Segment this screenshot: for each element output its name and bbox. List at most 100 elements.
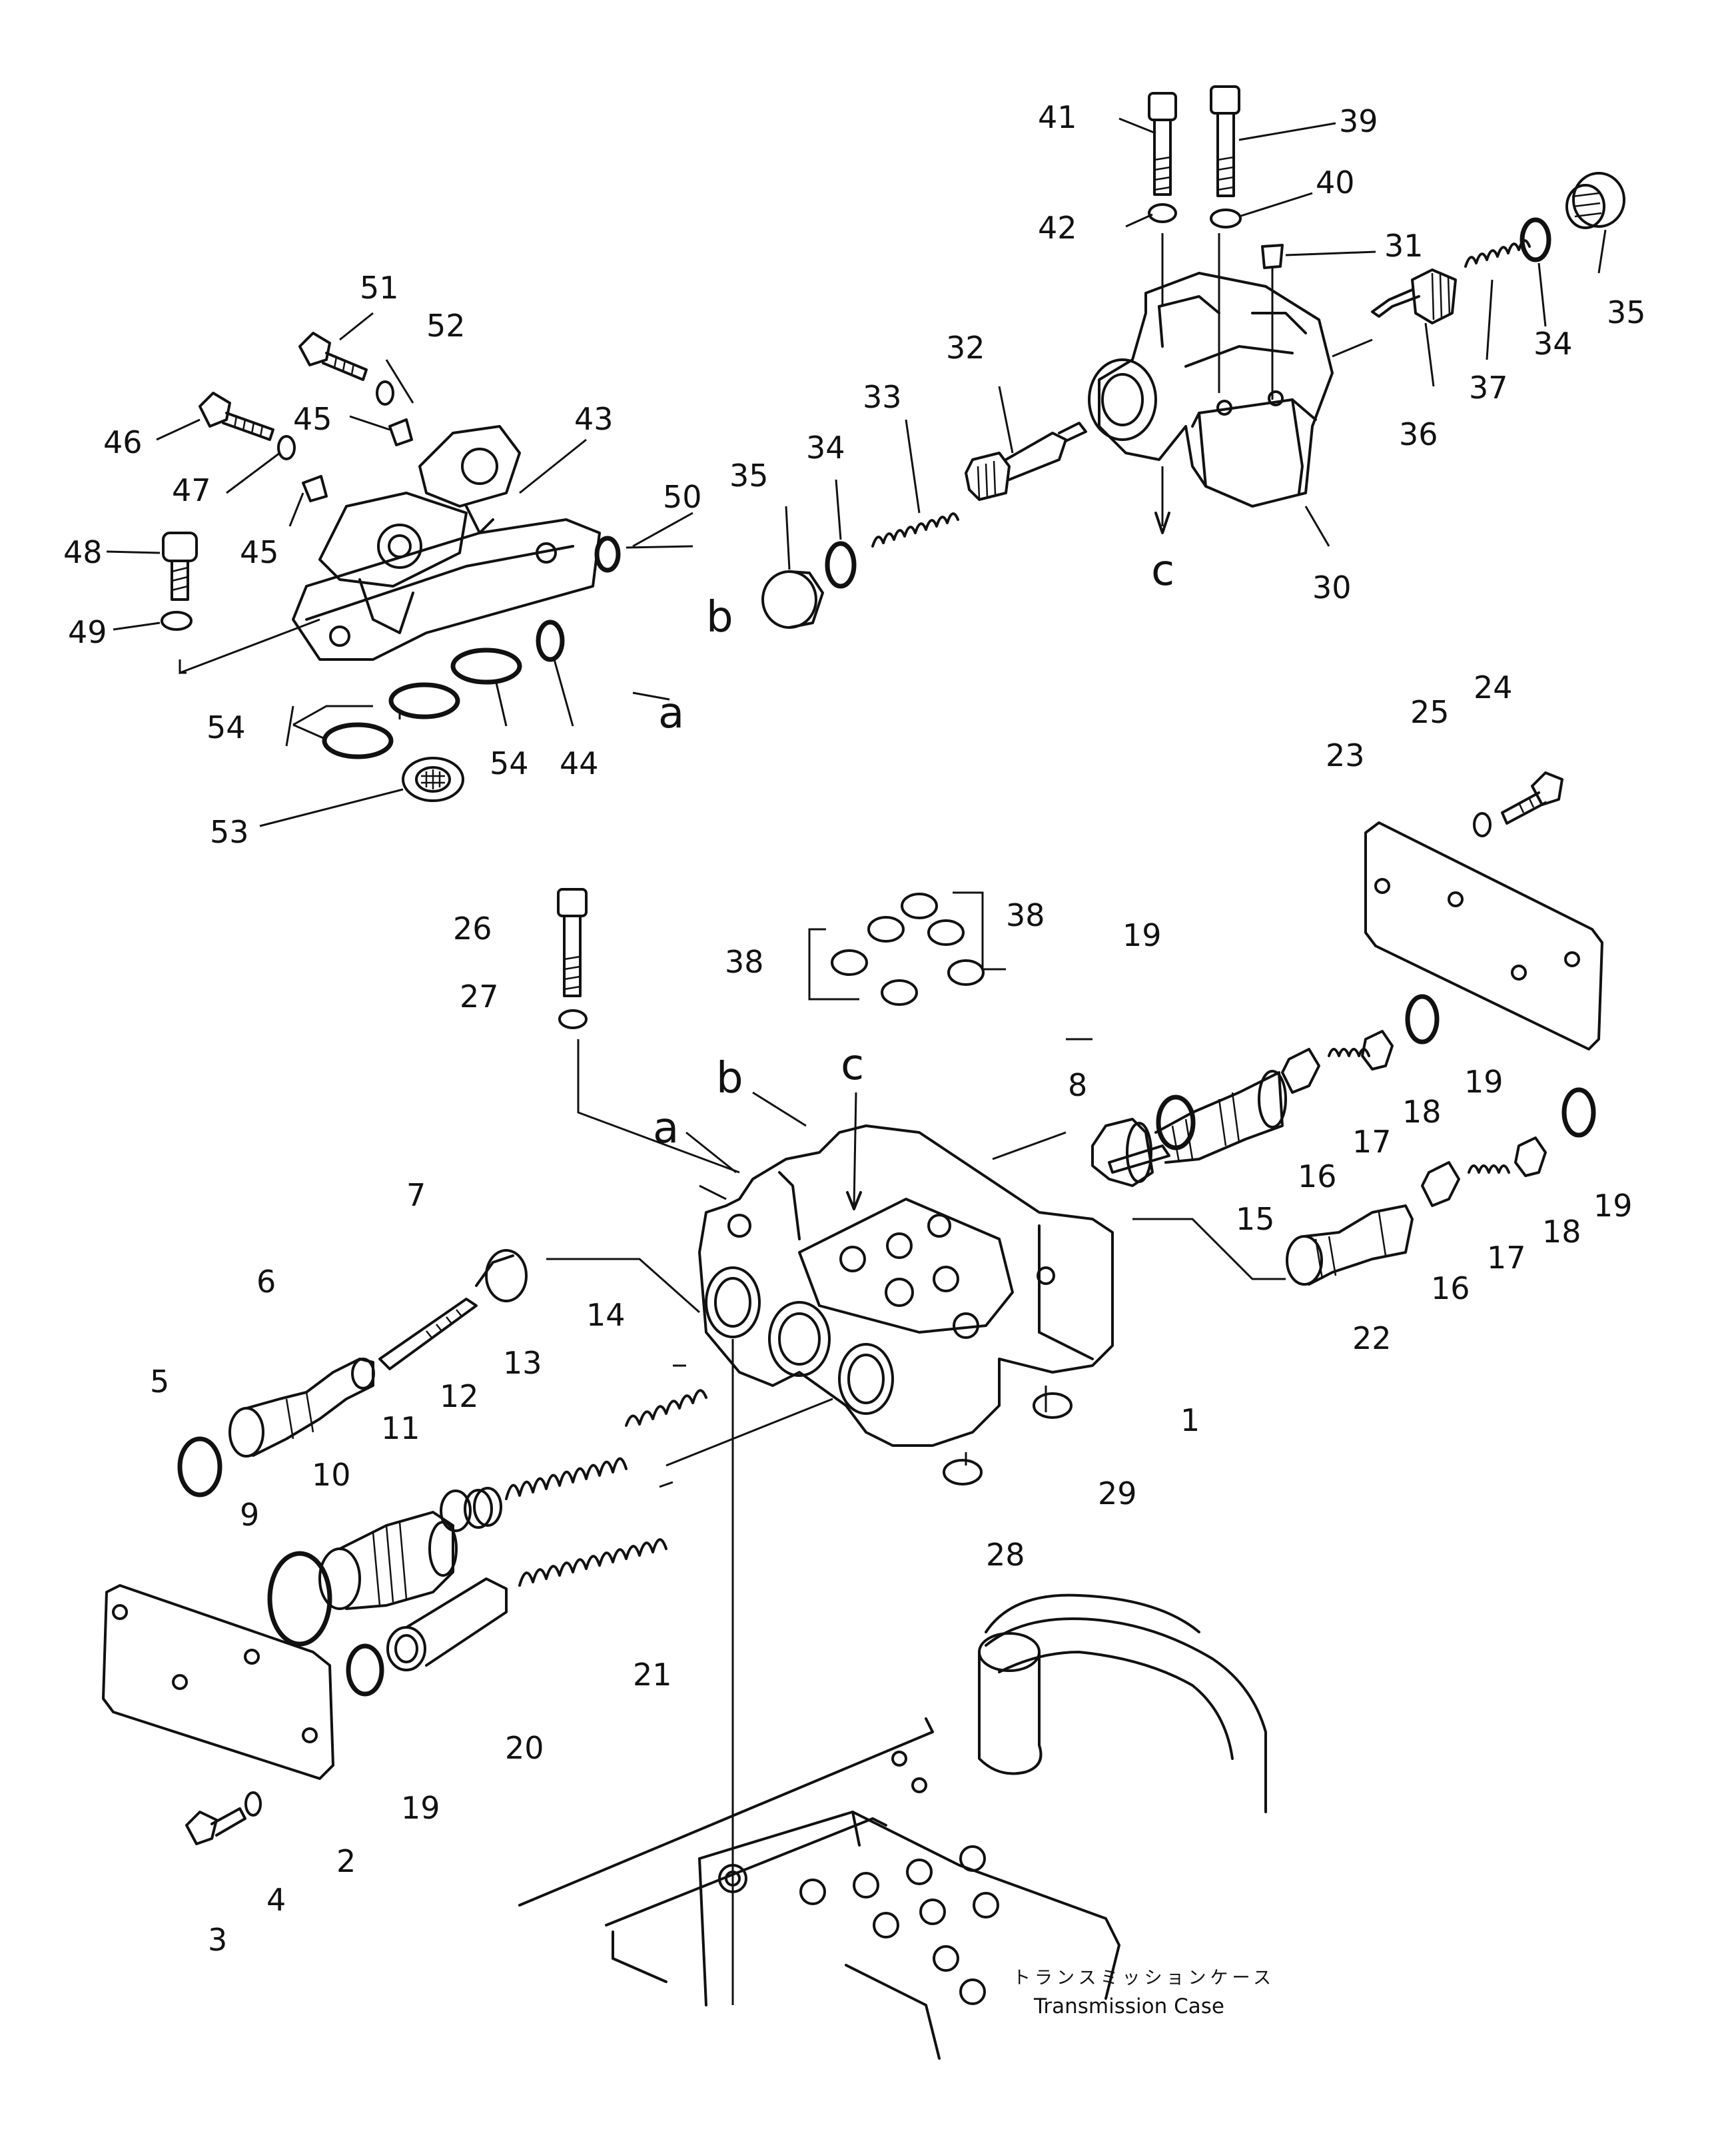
callout-35b: 35 xyxy=(1607,294,1646,330)
callout-42: 42 xyxy=(1038,210,1077,246)
callout-36: 36 xyxy=(1399,416,1438,452)
callout-leaders xyxy=(106,117,1607,827)
o-ring-54c xyxy=(322,722,394,759)
callout-29: 29 xyxy=(1098,1476,1137,1511)
o-ring-28 xyxy=(943,1459,983,1486)
callout-48: 48 xyxy=(63,534,103,570)
callout-45b: 45 xyxy=(240,534,279,570)
callout-54a: 54 xyxy=(207,709,246,745)
spring-37 xyxy=(1464,239,1531,268)
spring-13 xyxy=(505,1457,628,1500)
rod-7 xyxy=(378,1249,528,1370)
plug-45b xyxy=(302,475,328,502)
spring-21 xyxy=(518,1538,667,1587)
washer-49 xyxy=(161,611,193,631)
callout-45a: 45 xyxy=(293,401,332,437)
bolt-48 xyxy=(162,532,198,601)
callout-14: 14 xyxy=(586,1297,626,1333)
callout-17b: 17 xyxy=(1487,1240,1526,1276)
ref-c-top: c xyxy=(1151,546,1174,596)
plate-2 xyxy=(102,1584,334,1780)
part-16b xyxy=(1421,1161,1460,1207)
upper-left-cover-assembly xyxy=(179,425,601,675)
callout-30: 30 xyxy=(1312,570,1352,606)
plug-35a xyxy=(761,570,824,629)
spring-17b xyxy=(1468,1164,1510,1174)
spool-36 xyxy=(1371,268,1457,324)
o-ring-29 xyxy=(1033,1392,1073,1419)
bolt-51 xyxy=(298,332,368,381)
o-ring-34a xyxy=(825,541,857,589)
upper-valve-body-30 xyxy=(1088,233,1373,508)
filter-53 xyxy=(402,757,464,802)
part-8 xyxy=(1091,1118,1154,1187)
ref-c-main: c xyxy=(841,1041,864,1090)
callout-51: 51 xyxy=(360,270,399,306)
bolt-39 xyxy=(1210,85,1240,197)
callout-labels: 1 2 3 4 5 6 7 8 9 10 11 12 13 14 15 16 1… xyxy=(63,99,1646,1958)
callout-11: 11 xyxy=(381,1410,420,1446)
callout-44: 44 xyxy=(560,745,599,781)
callout-6: 6 xyxy=(256,1264,276,1300)
bolt-3 xyxy=(185,1807,246,1845)
callout-18b: 18 xyxy=(1542,1214,1581,1250)
callout-8: 8 xyxy=(1068,1067,1087,1103)
callout-4: 4 xyxy=(266,1882,286,1918)
callout-23: 23 xyxy=(1326,737,1365,773)
caption-japanese: トランスミッションケース xyxy=(1013,1968,1275,1988)
bolt-26 xyxy=(557,888,588,997)
callout-12: 12 xyxy=(440,1378,479,1414)
callout-39: 39 xyxy=(1339,103,1378,139)
caption-english: Transmission Case xyxy=(1033,1994,1224,2018)
washer-52 xyxy=(376,380,394,406)
callout-22: 22 xyxy=(1352,1320,1392,1356)
o-ring-34b xyxy=(1519,217,1551,262)
spring-17a xyxy=(1328,1048,1370,1057)
piston-10 xyxy=(318,1511,458,1610)
bolt-24 xyxy=(1501,771,1563,825)
reference-letters: a a b b c c xyxy=(632,466,1174,1210)
callout-35a: 35 xyxy=(729,458,769,494)
callout-25: 25 xyxy=(1410,694,1450,730)
spring-14 xyxy=(625,1389,707,1427)
o-ring-19a xyxy=(346,1643,384,1697)
callout-50: 50 xyxy=(663,479,702,515)
callout-34b: 34 xyxy=(1533,326,1573,362)
assembly-lines xyxy=(546,1038,1286,2005)
part-12 xyxy=(464,1487,502,1529)
callout-19d: 19 xyxy=(401,1790,440,1826)
washer-40 xyxy=(1210,209,1242,228)
spool-15 xyxy=(1108,1070,1287,1174)
callout-3: 3 xyxy=(208,1922,227,1958)
o-ring-54a xyxy=(450,647,522,685)
spool-22 xyxy=(1286,1204,1414,1286)
callout-20: 20 xyxy=(505,1730,544,1766)
washer-27 xyxy=(558,1009,588,1029)
o-ring-50 xyxy=(594,536,621,573)
transmission-case xyxy=(518,1593,1267,2060)
callout-33: 33 xyxy=(863,379,902,415)
callout-16b: 16 xyxy=(1431,1270,1470,1306)
washer-25 xyxy=(1473,812,1492,837)
plug-31 xyxy=(1261,244,1284,269)
callout-38b: 38 xyxy=(1006,897,1045,933)
callout-15: 15 xyxy=(1236,1201,1275,1237)
plate-23 xyxy=(1364,821,1603,1051)
washer-4 xyxy=(244,1791,262,1817)
callout-7: 7 xyxy=(406,1177,426,1213)
callout-49: 49 xyxy=(68,614,107,650)
ref-b-main: b xyxy=(716,1054,743,1103)
callout-28: 28 xyxy=(986,1537,1025,1573)
bolt-41 xyxy=(1148,92,1177,196)
main-valve-body-1 xyxy=(698,1124,1114,1447)
o-ring-54b xyxy=(388,682,460,719)
callout-47: 47 xyxy=(172,472,211,508)
callout-53: 53 xyxy=(210,814,249,850)
spool-32 xyxy=(965,422,1087,501)
callout-9: 9 xyxy=(240,1497,259,1533)
ref-a-top: a xyxy=(658,689,684,738)
ref-a-main: a xyxy=(653,1104,679,1153)
o-ring-9 xyxy=(267,1551,332,1647)
callout-26: 26 xyxy=(453,911,492,947)
